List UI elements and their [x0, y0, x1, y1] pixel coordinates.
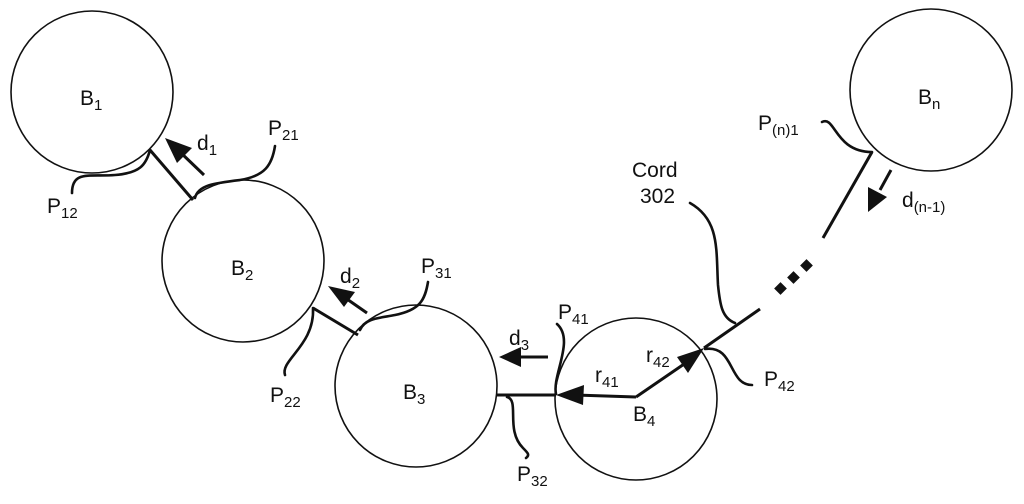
label-p41: P41: [558, 301, 589, 328]
label-d2: d2: [340, 265, 360, 292]
direction-arrow-dn1: [880, 170, 891, 190]
arrowhead-d3: [499, 347, 521, 367]
label-dn1: d(n-1): [902, 189, 945, 216]
label-d3: d3: [509, 327, 529, 354]
radius-vector-r41: [575, 395, 636, 397]
cord-segment-b2-b3: [313, 308, 358, 335]
label-cord: Cord: [632, 159, 678, 182]
label-p12: P12: [47, 195, 78, 222]
label-p21: P21: [268, 117, 299, 144]
label-d1: d1: [197, 132, 217, 159]
ellipsis-dots: [774, 259, 813, 295]
label-p42: P42: [764, 368, 795, 395]
label-pn1: P(n)1: [758, 112, 799, 139]
label-p31: P31: [421, 255, 452, 282]
arrowhead-dn1: [868, 187, 887, 212]
label-p22: P22: [270, 384, 301, 411]
label-cord-number: 302: [640, 185, 675, 208]
leader-p32: [507, 397, 528, 458]
cord-segment-bn-in: [823, 152, 872, 238]
cord-segment-b4-out: [704, 309, 760, 348]
leader-cord-302: [690, 203, 735, 323]
label-p32: P32: [517, 463, 548, 490]
